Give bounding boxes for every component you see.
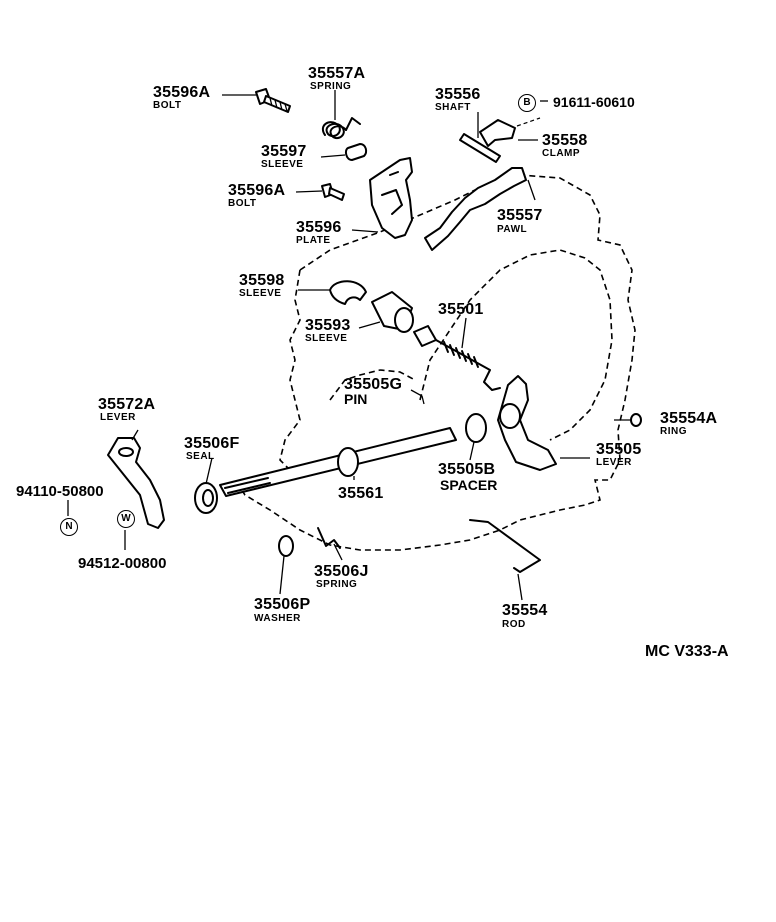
pawl-35557-icon xyxy=(424,167,527,251)
part-name-sleeve-35597: SLEEVE xyxy=(261,159,304,170)
shaft-35561-icon xyxy=(219,427,457,497)
part-number-35506f: 35506F xyxy=(184,435,240,452)
badge-n-icon: N xyxy=(60,518,78,536)
part-number-35505g: 35505G xyxy=(344,376,403,393)
part-number-35506p: 35506P xyxy=(254,596,311,613)
bolt-35596a-top-icon xyxy=(255,88,291,113)
part-number-35556: 35556 xyxy=(435,86,481,103)
part-name-spring-35557a: SPRING xyxy=(310,81,352,92)
part-name-plate: PLATE xyxy=(296,235,331,246)
part-name-pawl: PAWL xyxy=(497,224,528,235)
washer-35506p-icon xyxy=(278,535,294,557)
part-name-lever-35505: LEVER xyxy=(596,457,632,468)
part-number-35506j: 35506J xyxy=(314,563,369,580)
part-number-94110-50800: 94110-50800 xyxy=(16,483,104,500)
housing-inner-bore xyxy=(419,249,613,441)
housing-left-flange xyxy=(279,269,301,471)
badge-b-icon: B xyxy=(518,94,536,112)
leader-lines xyxy=(67,90,632,601)
part-name-spring-35506j: SPRING xyxy=(316,579,358,590)
part-name-washer: WASHER xyxy=(254,613,301,624)
part-number-35593: 35593 xyxy=(305,317,351,334)
part-number-35554: 35554 xyxy=(502,602,548,619)
part-name-bolt-top: BOLT xyxy=(153,100,182,111)
part-name-sleeve-35593: SLEEVE xyxy=(305,333,348,344)
seal-35506f-icon xyxy=(194,482,218,514)
rod-35501-icon xyxy=(413,325,501,391)
badge-w-icon: W xyxy=(117,510,135,528)
part-number-35558: 35558 xyxy=(542,132,588,149)
part-number-94512-00800: 94512-00800 xyxy=(78,555,167,572)
part-number-35505: 35505 xyxy=(596,441,642,458)
ring-35554a-icon xyxy=(630,413,642,427)
part-number-35596: 35596 xyxy=(296,219,342,236)
part-name-shaft: SHAFT xyxy=(435,102,471,113)
part-name-lever-35572a: LEVER xyxy=(100,412,136,423)
bolt-35596a-lower-icon xyxy=(321,183,345,201)
part-number-35505b: 35505B xyxy=(438,461,496,478)
part-number-35554a: 35554A xyxy=(660,410,718,427)
lever-35572a-icon xyxy=(107,437,165,529)
part-name-clamp: CLAMP xyxy=(542,148,581,159)
part-name-seal: SEAL xyxy=(186,451,215,462)
part-number-35597: 35597 xyxy=(261,143,307,160)
part-number-35501: 35501 xyxy=(438,301,484,318)
lever-35505-icon xyxy=(497,375,557,471)
spring-35506j-icon xyxy=(317,527,341,549)
sleeve-35597-icon xyxy=(344,143,368,161)
part-name-rod: ROD xyxy=(502,619,526,630)
part-number-35557a: 35557A xyxy=(308,65,366,82)
part-number-35557: 35557 xyxy=(497,207,543,224)
clamp-35558-icon xyxy=(479,119,516,147)
part-number-35596a-top: 35596A xyxy=(153,84,211,101)
diagram-code: MC V333-A xyxy=(645,643,729,660)
part-name-sleeve-35598: SLEEVE xyxy=(239,288,282,299)
rod-35554-icon xyxy=(469,519,541,573)
part-number-35598: 35598 xyxy=(239,272,285,289)
sleeve-35593-icon xyxy=(371,291,414,333)
sleeve-35598-icon xyxy=(329,280,367,305)
part-number-91611-60610: 91611-60610 xyxy=(553,94,635,110)
part-number-35572a: 35572A xyxy=(98,396,156,413)
spring-35557a-icon xyxy=(321,117,361,140)
part-number-35596a-lower: 35596A xyxy=(228,182,286,199)
part-name-bolt-lower: BOLT xyxy=(228,198,257,209)
part-number-35561: 35561 xyxy=(338,485,384,502)
part-name-ring: RING xyxy=(660,426,687,437)
housing-front-edge xyxy=(329,369,416,401)
shaft-35556-icon xyxy=(459,133,501,163)
plate-35596-detail xyxy=(381,171,403,215)
part-name-spacer: SPACER xyxy=(440,477,498,493)
spacer-35505b-icon xyxy=(465,413,487,443)
plate-35596-icon xyxy=(369,157,413,239)
clamp-leader-dashed xyxy=(516,117,541,127)
part-name-pin: PIN xyxy=(344,391,368,407)
